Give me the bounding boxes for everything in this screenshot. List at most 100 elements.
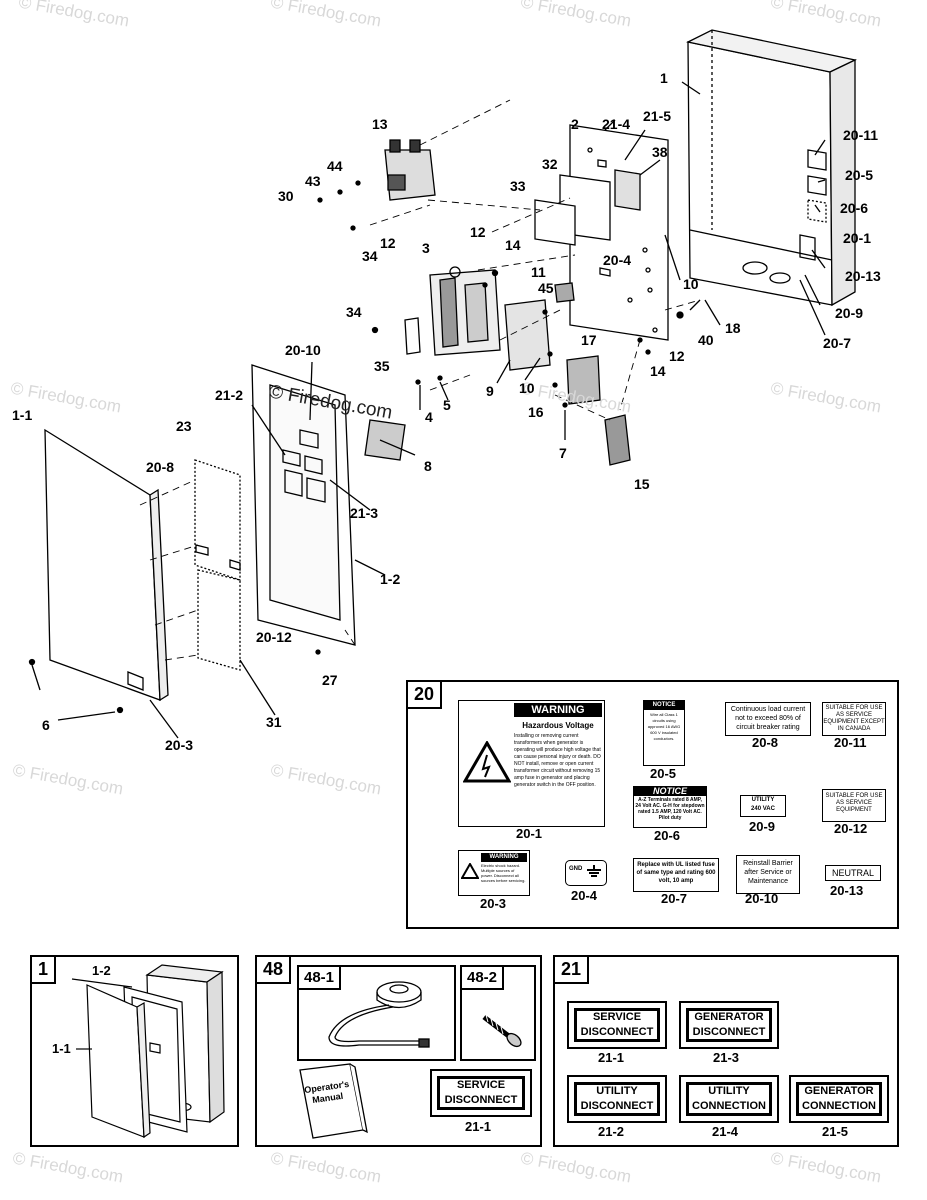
callout-12: 12 [669,348,685,364]
sign-line-2: DISCONNECT [580,1026,654,1038]
terminal-board-part-9 [504,299,551,371]
callout-15: 15 [634,476,650,492]
label-20-3: 20-3 [480,896,507,911]
sign-line-2: CONNECTION [692,1100,766,1112]
block-part-11 [554,282,575,303]
callout-14: 14 [505,237,521,253]
callout-34: 34 [346,304,362,320]
label-part-31 [197,569,241,671]
enclosure-assembly-illustration [71,964,225,1139]
current-transformer-icon [328,981,430,1048]
box-number: 21 [555,957,590,984]
sign-line-1: SERVICE [456,1079,506,1091]
callout-32: 32 [542,156,558,172]
callout-20-11: 20-11 [843,127,879,143]
notice-body: A-Z Terminals rated 8 AMP, 24 Volt AC. G… [635,797,705,821]
callout-20-1: 20-1 [843,230,872,246]
sub-box-number: 48-1 [299,967,342,990]
callout-16: 16 [528,404,544,420]
label-20-10: 20-10 [745,891,779,906]
label-20-4: 20-4 [571,888,598,903]
ground-symbol-icon [587,865,601,877]
sign-line-1: GENERATOR [694,1011,764,1023]
fuse-block-part-17 [566,355,601,405]
sign-line-2: DISCONNECT [444,1094,518,1106]
label-21-4: 21-4 [712,1124,739,1139]
callout-2: 2 [571,116,579,132]
callout-38: 38 [652,144,668,160]
decal-20-5: NOTICE Wire all Class 1 circuits using a… [643,700,685,766]
callout-34: 34 [362,248,378,264]
sign-line-2: DISCONNECT [692,1026,766,1038]
hazard-triangle-icon [463,741,511,783]
callout-3: 3 [422,240,430,256]
sub-box-48-2: 48-2 [460,965,536,1061]
decal-20-12: SUITABLE FOR USE AS SERVICE EQUIPMENT [822,789,886,822]
callout-21-2: 21-2 [215,387,244,403]
decal-20-6: NOTICE A-Z Terminals rated 8 AMP, 24 Vol… [633,786,707,828]
callout-35: 35 [374,358,390,374]
box-number: 48 [257,957,292,984]
callout-17: 17 [581,332,597,348]
dead-front-part-1-2 [251,364,356,646]
callout-33: 33 [510,178,526,194]
label-20-11: 20-11 [834,735,867,750]
callout-6: 6 [42,717,50,733]
decal-20-7: Replace with UL listed fuse of same type… [633,858,719,892]
warning-body: Installing or removing current transform… [514,733,601,788]
box-number: 20 [408,682,443,709]
sign-line-2: CONNECTION [802,1100,876,1112]
transfer-switch-part-3 [429,266,501,356]
label-20-1: 20-1 [516,826,543,841]
decal-20-3: WARNING Electric shock hazard. Multiple … [458,850,530,896]
warning-heading: Hazardous Voltage [522,721,594,730]
callout-45: 45 [538,280,554,296]
warning-banner: WARNING [481,853,527,862]
decal-20-11: SUITABLE FOR USE AS SERVICE EQUIPMENT EX… [822,702,886,736]
callout-8: 8 [424,458,432,474]
callout-20-4: 20-4 [603,252,632,268]
callout-1-2: 1-2 [380,571,401,587]
callout-12: 12 [470,224,486,240]
sign-service-disconnect: SERVICE DISCONNECT [430,1069,532,1117]
callout-21-3: 21-3 [350,505,379,521]
label-20-7: 20-7 [661,891,688,906]
callout-20-7: 20-7 [823,335,852,351]
callout-18: 18 [725,320,741,336]
callout-20-3: 20-3 [165,737,194,753]
callout-20-8: 20-8 [146,459,175,475]
callout-23: 23 [176,418,192,434]
callout-10: 10 [519,380,535,396]
callout-43: 43 [305,173,321,189]
callout-20-10: 20-10 [285,342,321,358]
decal-20-4: GND [565,860,607,886]
decal-20-1: WARNING Hazardous Voltage Installing or … [458,700,605,827]
label-20-13: 20-13 [830,883,864,898]
label-21-5: 21-5 [822,1124,849,1139]
label-part-23 [194,459,241,581]
decal-20-9: UTILITY 240 VAC [740,795,786,817]
sign-generator-disconnect: GENERATOR DISCONNECT [679,1001,779,1049]
sub-box-48-1: 48-1 [297,965,456,1061]
callout-20-12: 20-12 [256,629,292,645]
notice-banner: NOTICE [634,787,706,796]
callout-21-4: 21-4 [602,116,631,132]
callout-20-6: 20-6 [840,200,869,216]
callout-12: 12 [380,235,396,251]
callout-31: 31 [266,714,282,730]
operators-manual-icon [299,1063,368,1139]
callout-10: 10 [683,276,699,292]
label-1-1: 1-1 [52,1041,71,1056]
utility-voltage: 240 VAC [751,806,775,812]
callout-27: 27 [322,672,338,688]
decal-kit-box-20: 20 WARNING Hazardous Voltage Installing … [406,680,899,929]
callout-5: 5 [443,397,451,413]
enclosure-box-1: 1 1-2 1-1 [30,955,239,1147]
callout-40: 40 [698,332,714,348]
label-20-8: 20-8 [752,735,779,750]
label-20-9: 20-9 [749,819,776,834]
decal-20-13: NEUTRAL [825,865,881,881]
